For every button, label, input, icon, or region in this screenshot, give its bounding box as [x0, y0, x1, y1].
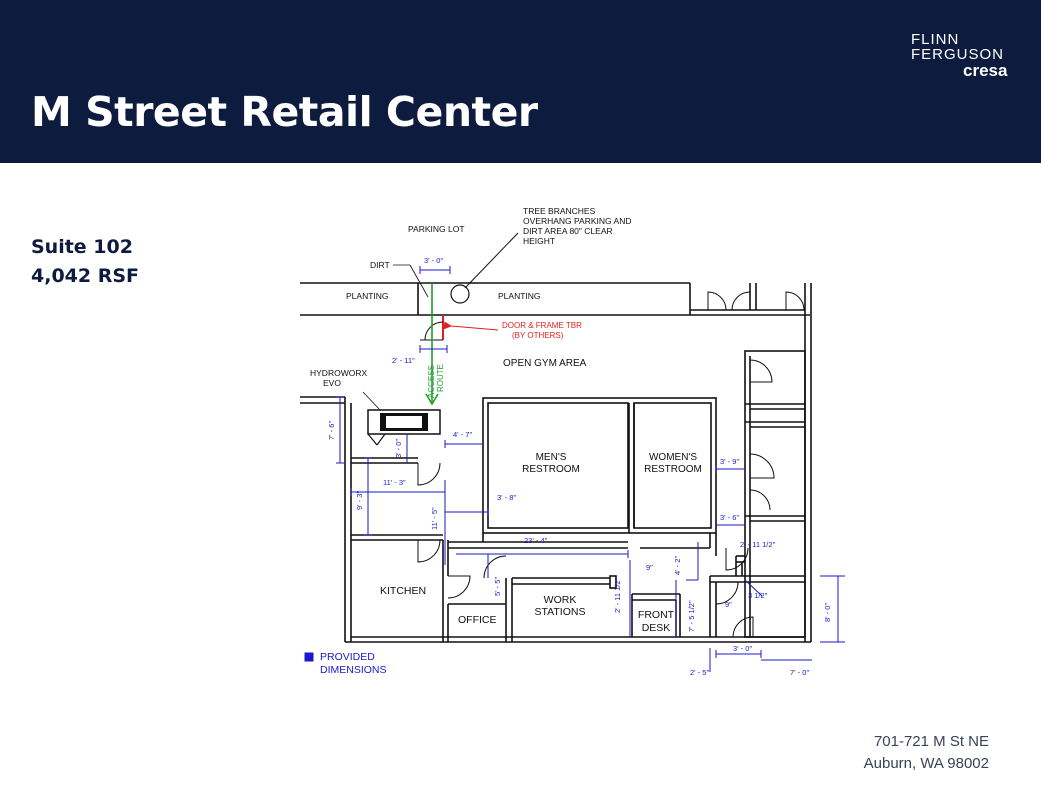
door-note-1: DOOR & FRAME TBR — [502, 321, 582, 330]
access-route-line — [425, 283, 439, 406]
legend: PROVIDED DIMENSIONS — [320, 651, 387, 676]
hydroworx-label-1: HYDROWORX — [310, 368, 367, 378]
logo-line-3: cresa — [963, 61, 1008, 80]
dim-2-5: 2' - 5" — [690, 668, 709, 677]
dim-9in-a: 9" — [646, 563, 653, 572]
walls — [300, 282, 812, 643]
dim-3-half: 3 1/2" — [748, 591, 768, 600]
dim-3-0-bottom: 3' - 0" — [733, 644, 752, 653]
dim-9-3: 9' - 3" — [355, 491, 364, 510]
dimension-labels: 3' - 0" 2' - 11" 7' - 6" 3' - 0" 4' - 7"… — [327, 256, 832, 677]
address-line-1: 701-721 M St NE — [873, 733, 989, 750]
tree-note-4: HEIGHT — [523, 236, 555, 246]
womens-label-1: WOMEN'S — [649, 452, 697, 463]
dim-3-8: 3' - 8" — [497, 493, 516, 502]
dirt-leader — [393, 264, 429, 298]
dim-3-0-top: 3' - 0" — [424, 256, 443, 265]
open-gym-label: OPEN GYM AREA — [503, 358, 587, 369]
office-label: OFFICE — [458, 614, 497, 626]
tree-note-1: TREE BRANCHES — [523, 206, 596, 216]
planting-left-label: PLANTING — [346, 291, 389, 301]
front-desk-label-2: DESK — [642, 622, 671, 634]
front-desk-label-1: FRONT — [638, 609, 675, 621]
parking-lot-label: PARKING LOT — [408, 224, 465, 234]
access-route-label: ACCESS ROUTE — [427, 364, 445, 398]
mens-label-1: MEN'S — [536, 452, 567, 463]
door-note-2: (BY OTHERS) — [512, 331, 564, 340]
legend-line-2: DIMENSIONS — [320, 664, 387, 676]
dim-9in-b: 9" — [725, 600, 732, 609]
dim-3-0-mid: 3' - 0" — [394, 439, 403, 458]
hydroworx-unit — [362, 391, 441, 446]
access-route-2: ROUTE — [436, 364, 445, 392]
womens-label-2: RESTROOM — [644, 464, 702, 475]
dim-23-4: 23' - 4" — [524, 536, 548, 545]
tree-icon — [450, 284, 470, 304]
door-swings — [417, 291, 805, 638]
tree-leader — [464, 232, 519, 289]
door-frame-tbr — [420, 315, 499, 341]
dim-3-9: 3' - 9" — [720, 457, 739, 466]
plan-labels: PARKING LOT TREE BRANCHES OVERHANG PARKI… — [310, 206, 702, 634]
dirt-label: DIRT — [370, 260, 390, 270]
dim-3-6: 3' - 6" — [720, 513, 739, 522]
dim-2-11-half-right: 2' - 11 1/2" — [740, 540, 776, 549]
planting-right-label: PLANTING — [498, 291, 541, 301]
kitchen-label: KITCHEN — [380, 585, 426, 597]
dim-2-11-half-mid: 2' - 11 1/2" — [613, 577, 622, 613]
dim-4-7: 4' - 7" — [453, 430, 472, 439]
legend-line-1: PROVIDED — [320, 651, 375, 663]
mens-label-2: RESTROOM — [522, 464, 580, 475]
suite-info: Suite 102 4,042 RSF — [31, 233, 139, 291]
work-stations-label-2: STATIONS — [535, 606, 586, 618]
dim-2-11: 2' - 11" — [392, 356, 415, 365]
dim-5-5: 5' - 5" — [493, 577, 502, 596]
dim-11-3: 11' - 3" — [383, 478, 406, 487]
door-note: DOOR & FRAME TBR (BY OTHERS) — [502, 321, 582, 340]
header-banner — [0, 0, 1041, 163]
hydroworx-label-2: EVO — [323, 378, 341, 388]
page-title: M Street Retail Center — [31, 88, 538, 136]
suite-area: 4,042 RSF — [31, 265, 140, 287]
logo-line-1: FLINN — [911, 31, 960, 48]
dim-4-2: 4' - 2" — [673, 556, 682, 575]
tree-note-3: DIRT AREA 80" CLEAR — [523, 226, 613, 236]
dim-11-5: 11' - 5" — [430, 507, 439, 530]
logo-line-2: FERGUSON — [911, 46, 1005, 63]
suite-name: Suite 102 — [31, 236, 133, 258]
address-line-2: Auburn, WA 98002 — [863, 755, 989, 772]
dim-8-0: 8' - 0" — [823, 603, 832, 622]
dim-7-6: 7' - 6" — [327, 421, 336, 440]
dimension-lines — [304, 266, 845, 672]
access-route-1: ACCESS — [427, 365, 436, 398]
address-block: 701-721 M St NE Auburn, WA 98002 — [864, 731, 989, 775]
tree-note-2: OVERHANG PARKING AND — [523, 216, 631, 226]
work-stations-label-1: WORK — [544, 594, 577, 606]
company-logo: FLINN FERGUSON cresa — [911, 31, 1008, 80]
dim-7-5-half: 7' - 5 1/2" — [687, 600, 696, 632]
dim-7-0: 7' - 0" — [790, 668, 809, 677]
